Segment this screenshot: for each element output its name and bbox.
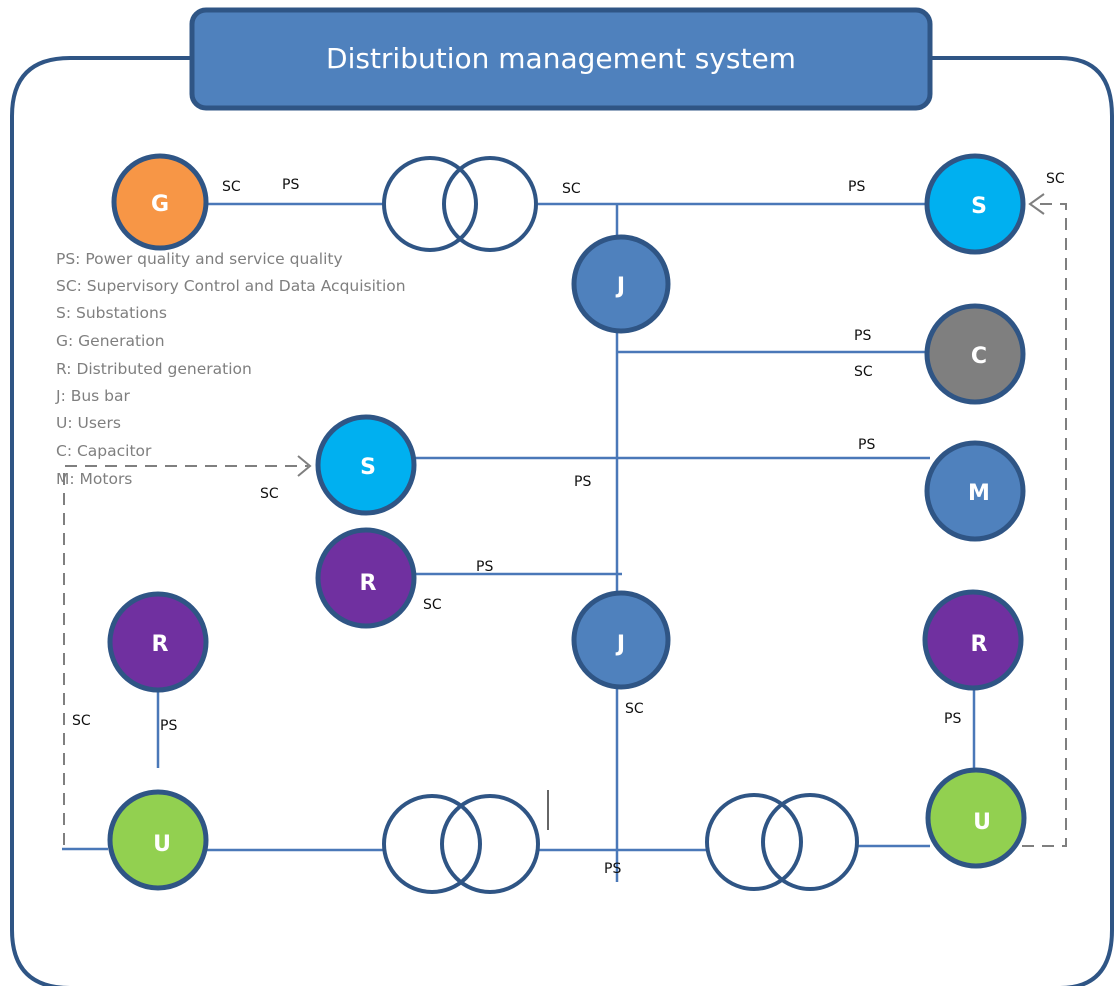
- edge-label-capacitor-sc: SC: [854, 364, 873, 380]
- edge-label-s-mid-ps: PS: [574, 474, 591, 490]
- title-banner: [189, 7, 933, 111]
- node-capacitor-label: C: [971, 344, 987, 369]
- node-busbar-top: J: [571, 234, 671, 334]
- node-generation: G: [111, 153, 209, 251]
- arrowhead-s-mid: [297, 455, 312, 477]
- node-motor: M: [924, 440, 1026, 542]
- edge-label-dg-left-sc: SC: [72, 713, 91, 729]
- edge-label-bottom-ps: PS: [604, 861, 621, 877]
- edge-label-capacitor-ps: PS: [854, 328, 871, 344]
- arrowhead-s-top: [1028, 193, 1045, 215]
- edge-label-g-ps: PS: [282, 177, 299, 193]
- legend-item: C: Capacitor: [56, 442, 152, 460]
- node-user-left: U: [107, 789, 209, 891]
- node-substation-top-label: S: [971, 194, 987, 219]
- node-dg-mid-label: R: [360, 571, 377, 596]
- node-busbar-bottom-label: J: [615, 632, 625, 657]
- node-dg-left-label: R: [152, 632, 169, 657]
- node-busbar-bottom: J: [571, 590, 671, 690]
- transformer-bottom-right: [705, 793, 859, 891]
- edge-label-dg-mid-ps: PS: [476, 559, 493, 575]
- node-busbar-top-label: J: [615, 274, 625, 299]
- dashed-left-loop: [63, 465, 308, 845]
- power-lines: [62, 202, 976, 882]
- node-user-right-label: U: [973, 810, 991, 835]
- node-user-left-label: U: [153, 832, 171, 857]
- control-arrowheads: [297, 193, 1045, 477]
- legend-item: G: Generation: [56, 332, 165, 350]
- node-dg-right-label: R: [971, 632, 988, 657]
- node-dg-mid: R: [315, 527, 417, 629]
- edge-label-transformer-sc: SC: [562, 181, 581, 197]
- diagram-title: Distribution management system: [326, 42, 796, 75]
- node-substation-mid: S: [315, 414, 417, 516]
- legend-item: SC: Supervisory Control and Data Acquisi…: [56, 277, 406, 295]
- node-substation-top: S: [924, 153, 1026, 255]
- legend-item: PS: Power quality and service quality: [56, 250, 343, 268]
- node-motor-label: M: [968, 481, 990, 506]
- edge-labels: SC PS SC PS SC PS SC PS PS SC PS SC SC S…: [72, 171, 1065, 877]
- edge-label-dg-right-ps: PS: [944, 711, 961, 727]
- edge-label-motor-ps: PS: [858, 437, 875, 453]
- node-dg-right: R: [922, 589, 1024, 691]
- transformer-bottom-left: [382, 794, 540, 894]
- legend-item: S: Substations: [56, 304, 167, 322]
- node-substation-mid-label: S: [360, 455, 376, 480]
- control-lines: [63, 203, 1067, 847]
- node-dg-left: R: [107, 591, 209, 693]
- legend: PS: Power quality and service quality SC…: [55, 250, 406, 488]
- node-user-right: U: [925, 767, 1027, 869]
- edge-label-busbar-bottom-sc: SC: [625, 701, 644, 717]
- node-capacitor: C: [924, 303, 1026, 405]
- edge-label-s-mid-sc: SC: [260, 486, 279, 502]
- edge-label-s-top-ps: PS: [848, 179, 865, 195]
- transformer-top: [382, 156, 538, 252]
- legend-item: R: Distributed generation: [56, 360, 252, 378]
- legend-item: U: Users: [56, 414, 121, 432]
- outer-frame: [10, 56, 1114, 986]
- node-generation-label: G: [151, 192, 169, 217]
- legend-item: M: Motors: [56, 470, 132, 488]
- edge-label-s-top-sc: SC: [1046, 171, 1065, 187]
- edge-label-dg-left-ps: PS: [160, 718, 177, 734]
- legend-item: J: Bus bar: [55, 387, 131, 405]
- edge-label-dg-mid-sc: SC: [423, 597, 442, 613]
- dashed-right-loop: [1022, 203, 1067, 847]
- edge-label-g-sc: SC: [222, 179, 241, 195]
